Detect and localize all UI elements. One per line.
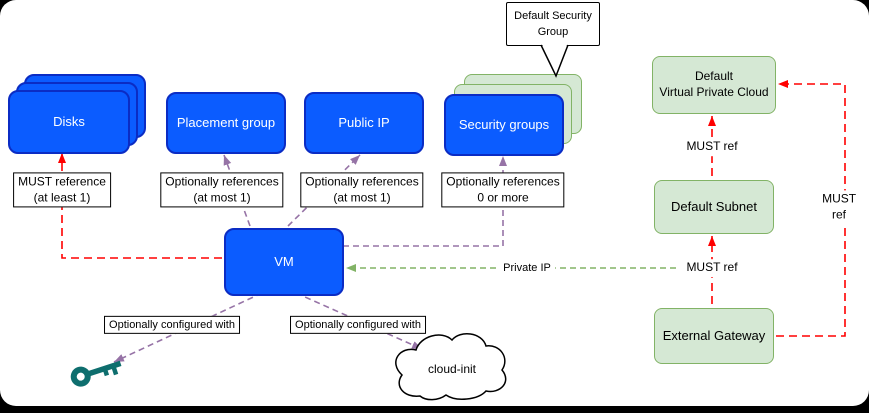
- edge-label-gateway-vpc: MUST ref: [818, 190, 860, 224]
- default-subnet-node: Default Subnet: [654, 180, 774, 234]
- placement-group-node: Placement group: [166, 92, 286, 154]
- cloud-init-label: cloud-init: [427, 362, 477, 376]
- edge-label-vm-cloud-init: Optionally configured with: [290, 315, 426, 335]
- edge-label-gateway-subnet: MUST ref: [682, 259, 742, 277]
- default-security-group-callout: Default Security Group: [506, 2, 600, 46]
- edge-label-subnet-vpc: MUST ref: [682, 138, 742, 156]
- public-ip-node: Public IP: [304, 92, 424, 154]
- security-groups-node: Security groups: [444, 94, 564, 156]
- vm-node: VM: [224, 228, 344, 296]
- edge-label-vm-key: Optionally configured with: [104, 315, 240, 335]
- edge-label-vm-public-ip: Optionally references (at most 1): [300, 172, 424, 208]
- edge-label-vm-placement-group: Optionally references (at most 1): [160, 172, 284, 208]
- edge-label-vm-disks: MUST reference (at least 1): [13, 172, 111, 208]
- external-gateway-node: External Gateway: [654, 308, 774, 364]
- default-vpc-node: Default Virtual Private Cloud: [652, 56, 776, 114]
- edge-label-private-ip: Private IP: [499, 259, 555, 277]
- edge-label-vm-security-groups: Optionally references 0 or more: [441, 172, 565, 208]
- disks-node: Disks: [8, 90, 130, 154]
